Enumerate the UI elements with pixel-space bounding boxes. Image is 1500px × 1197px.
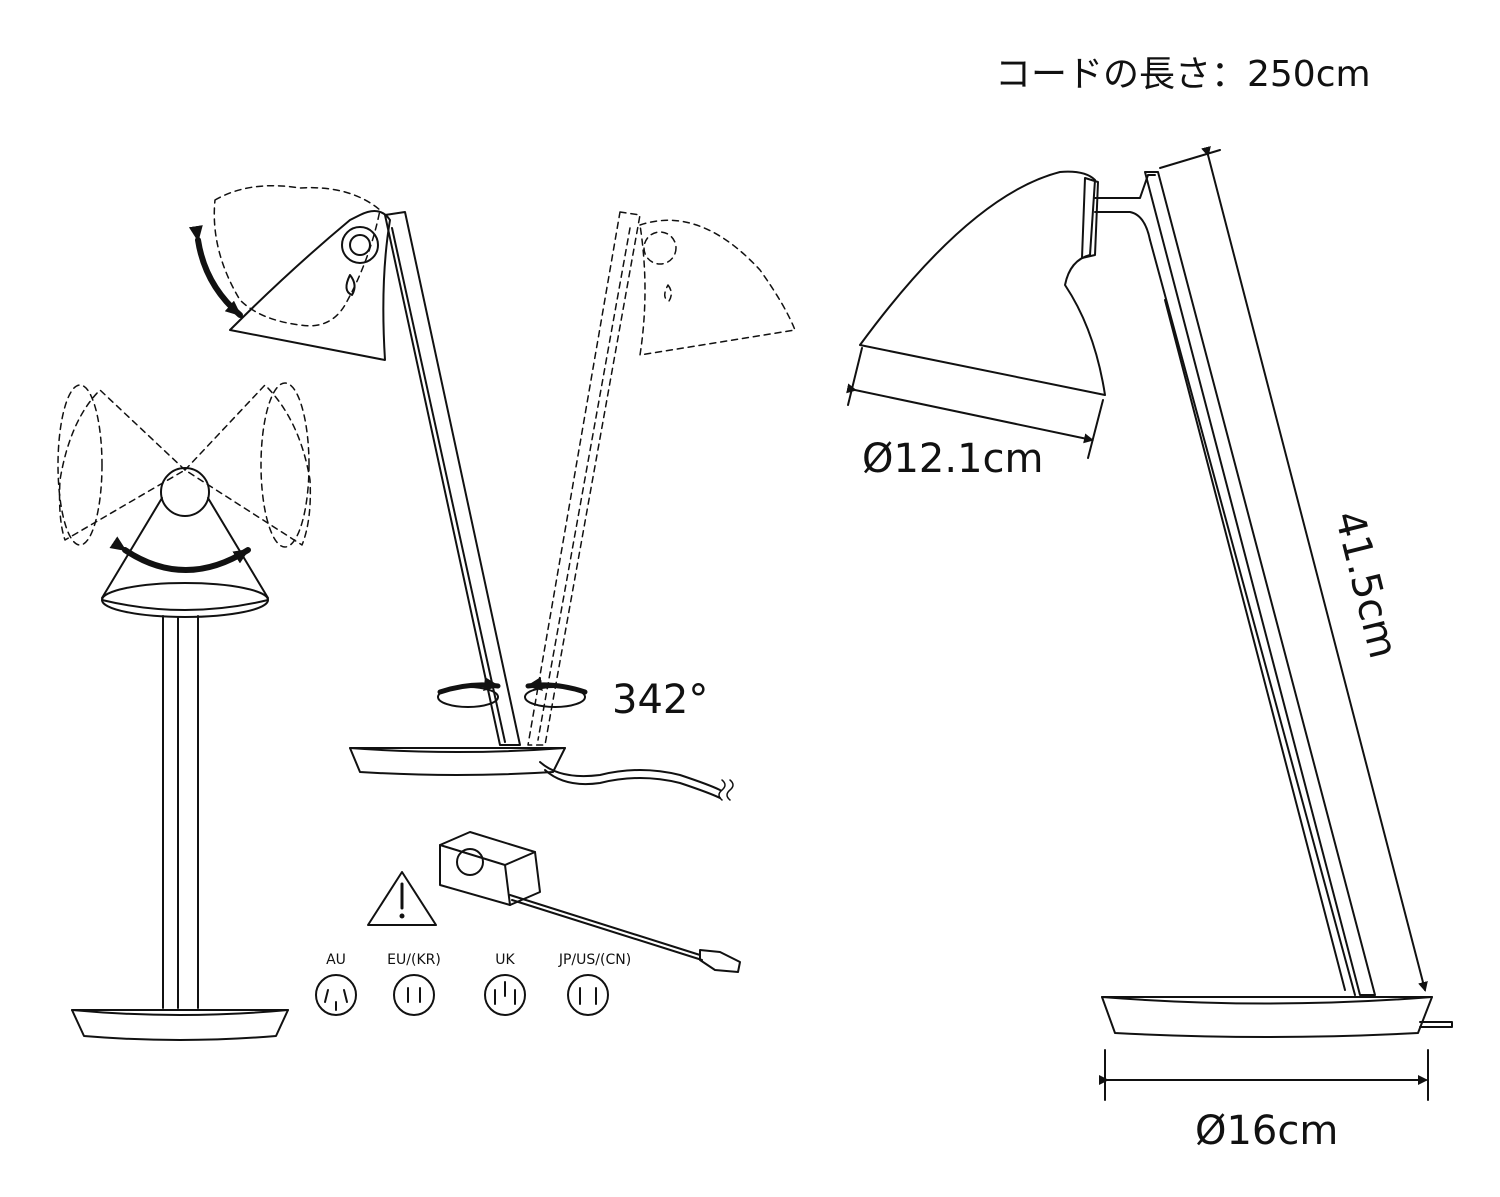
cord-length-label: コードの長さ：250cm — [995, 54, 1371, 95]
plug-label-uk: UK — [495, 952, 515, 968]
dimension-lines — [846, 145, 1429, 1101]
height-label: 41.5cm — [1325, 506, 1406, 663]
shade-diameter-label: Ø12.1cm — [862, 436, 1044, 482]
base-diameter-label: Ø16cm — [1195, 1108, 1338, 1154]
front-view-lamp — [57, 382, 312, 1041]
plug-adapters — [315, 974, 609, 1016]
plug-label-eu-kr: EU/(KR) — [387, 952, 441, 968]
plug-label-jp-us-cn: JP/US/(CN) — [558, 952, 631, 968]
rotation-angle-label: 342° — [612, 677, 708, 723]
side-view-lamp — [188, 184, 796, 801]
warning-triangle-icon — [367, 871, 437, 926]
plug-label-au: AU — [326, 952, 346, 968]
power-adapter — [439, 831, 741, 973]
tilt-ghost-shades — [57, 382, 312, 548]
